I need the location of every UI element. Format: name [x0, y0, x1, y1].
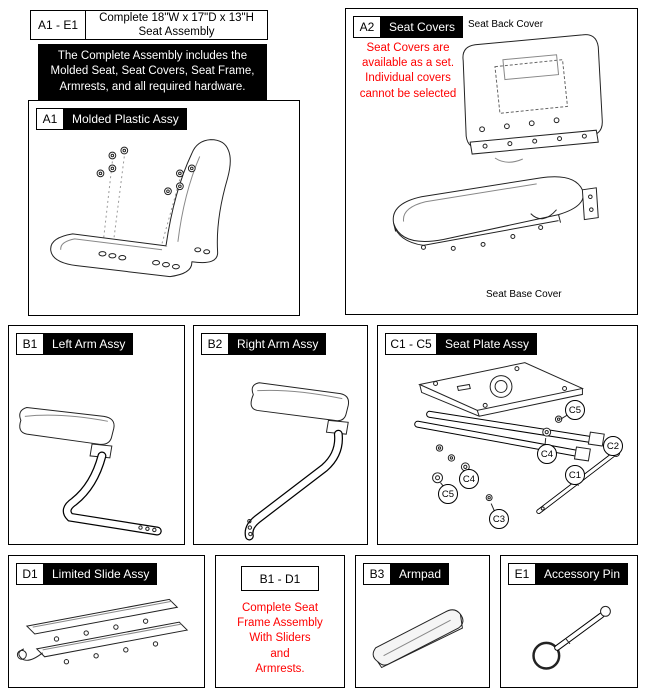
panel-armpad: B3 Armpad: [355, 555, 490, 688]
seat-covers-label: Seat Covers: [381, 16, 464, 38]
assembly-title: Complete 18"W x 17"D x 13"H Seat Assembl…: [85, 10, 268, 40]
panel-seat-covers: A2 Seat Covers Seat Back Cover Seat Cove…: [345, 8, 638, 315]
part-code-b1-d1: B1 - D1: [241, 566, 319, 591]
seat-plate-drawing: [414, 362, 621, 514]
part-code-b3: B3: [363, 563, 391, 585]
callout-c1: C1: [565, 465, 585, 485]
seat-plate-label: Seat Plate Assy: [437, 333, 538, 355]
part-code-e1: E1: [508, 563, 536, 585]
panel-accessory-pin: E1 Accessory Pin: [500, 555, 638, 688]
panel-limited-slide: D1 Limited Slide Assy: [8, 555, 205, 688]
panel-left-arm: B1 Left Arm Assy: [8, 325, 185, 545]
callout-c5-2: C5: [438, 484, 458, 504]
part-code-a2: A2: [353, 16, 381, 38]
seat-covers-note: Seat Covers are available as a set. Indi…: [359, 42, 457, 100]
armpad-label: Armpad: [391, 563, 450, 585]
callout-c3: C3: [489, 509, 509, 529]
callout-c4-2: C4: [459, 469, 479, 489]
molded-seat-drawing: [50, 139, 231, 278]
frame-note-text: Complete Seat Frame Assembly With Slider…: [237, 602, 323, 675]
right-arm-label: Right Arm Assy: [229, 333, 327, 355]
callout-c4: C4: [537, 444, 557, 464]
left-arm-label: Left Arm Assy: [44, 333, 134, 355]
callout-c5: C5: [565, 400, 585, 420]
panel-right-arm: B2 Right Arm Assy: [193, 325, 368, 545]
accessory-pin-label: Accessory Pin: [536, 563, 629, 585]
part-code-c1-c5: C1 - C5: [385, 333, 437, 355]
molded-plastic-label: Molded Plastic Assy: [64, 108, 187, 130]
limited-slide-label: Limited Slide Assy: [44, 563, 158, 585]
accessory-pin-drawing: [532, 605, 611, 670]
seat-base-cover-label: Seat Base Cover: [486, 289, 562, 300]
panel-seat-plate: C1 - C5 Seat Plate Assy: [377, 325, 638, 545]
armpad-drawing: [372, 609, 464, 669]
seat-covers-drawing: [392, 34, 603, 251]
right-arm-drawing: [244, 382, 350, 541]
seat-back-cover-label: Seat Back Cover: [468, 19, 544, 30]
part-code-b1: B1: [16, 333, 44, 355]
assembly-description: The Complete Assembly includes the Molde…: [38, 44, 267, 100]
limited-slide-drawing: [16, 598, 189, 665]
part-code-b2: B2: [201, 333, 229, 355]
part-code-d1: D1: [16, 563, 44, 585]
callout-c2: C2: [603, 436, 623, 456]
part-code-a1: A1: [36, 108, 64, 130]
part-code-a1-e1: A1 - E1: [30, 10, 86, 40]
left-arm-drawing: [19, 406, 162, 536]
panel-molded-plastic: A1 Molded Plastic Assy: [28, 100, 300, 316]
panel-frame-note: B1 - D1 Complete Seat Frame Assembly Wit…: [215, 555, 345, 688]
